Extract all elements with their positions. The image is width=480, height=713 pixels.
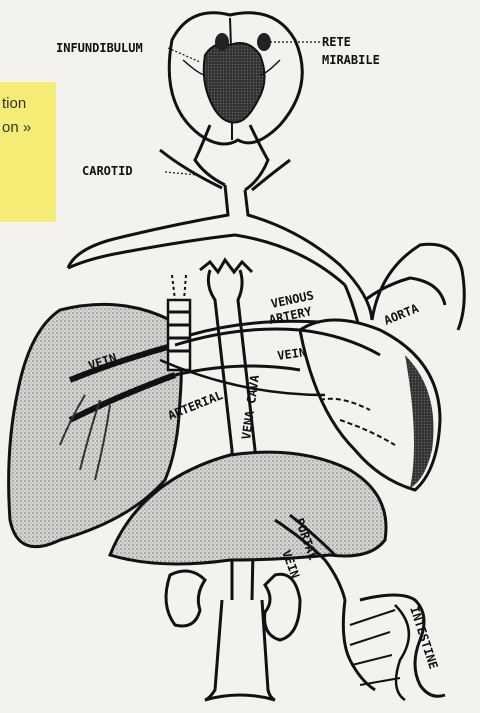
label-vein: VEIN	[276, 345, 307, 363]
label-mirabile: MIRABILE	[322, 53, 380, 67]
label-vena-cava: VENA CAVA	[239, 373, 262, 440]
label-carotid: CAROTID	[82, 164, 133, 178]
label-rete: RETE	[322, 35, 351, 49]
brain	[169, 13, 302, 144]
label-aorta: AORTA	[382, 301, 421, 328]
iliac-vessels	[205, 600, 275, 700]
label-intestine: INTESTINE	[407, 605, 440, 671]
trachea	[168, 275, 190, 370]
label-infundibulum: INFUNDIBULUM	[56, 41, 143, 55]
